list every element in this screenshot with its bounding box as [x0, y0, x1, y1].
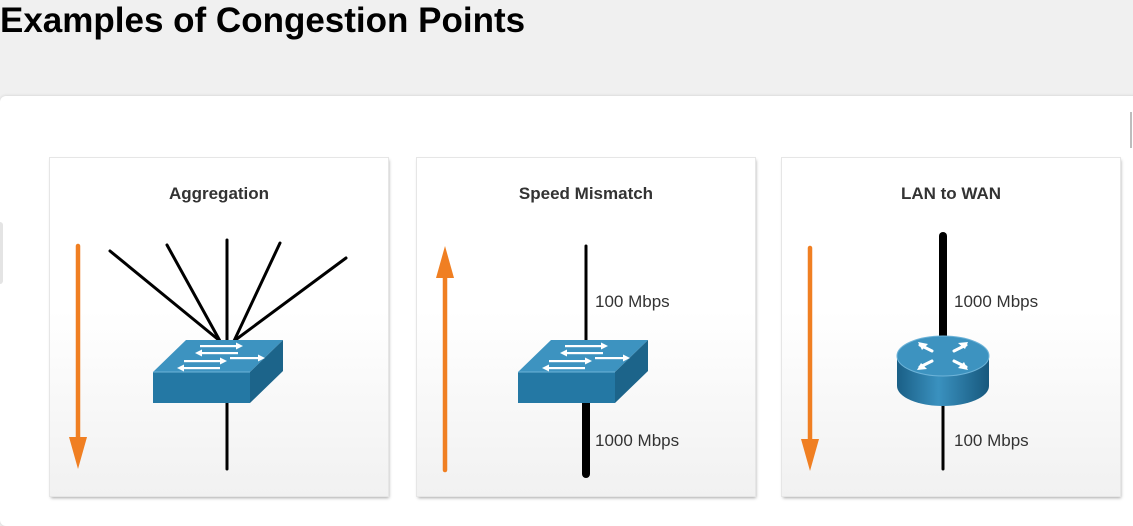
aggregation-diagram	[69, 238, 348, 471]
router-icon	[896, 335, 990, 406]
switch-icon	[153, 340, 283, 403]
aggregated-links	[108, 238, 348, 343]
down-arrow-icon	[69, 243, 87, 469]
card-title-aggregation: Aggregation	[168, 184, 270, 203]
card-aggregation: Aggregation	[50, 158, 388, 496]
lower-link-label: 100 Mbps	[954, 431, 1029, 450]
switch-icon	[518, 340, 648, 403]
left-edge-tab	[0, 222, 3, 284]
upper-link-label: 100 Mbps	[595, 292, 670, 311]
page-title: Examples of Congestion Points	[0, 1, 526, 40]
scrollbar-edge	[1130, 112, 1132, 148]
card-title-lan-to-wan: LAN to WAN	[900, 184, 1002, 203]
upper-link-label: 1000 Mbps	[954, 292, 1039, 311]
speed-mismatch-diagram	[436, 244, 648, 478]
down-arrow-icon	[801, 245, 819, 471]
card-title-speed-mismatch: Speed Mismatch	[518, 184, 654, 203]
card-lan-to-wan: LAN to WAN	[782, 158, 1120, 496]
up-arrow-icon	[436, 246, 454, 473]
lower-link-label: 1000 Mbps	[595, 431, 680, 450]
lan-to-wan-diagram	[801, 232, 990, 471]
card-speed-mismatch: Speed Mismatch 100 Mbps 1000 Mbps	[417, 158, 755, 496]
